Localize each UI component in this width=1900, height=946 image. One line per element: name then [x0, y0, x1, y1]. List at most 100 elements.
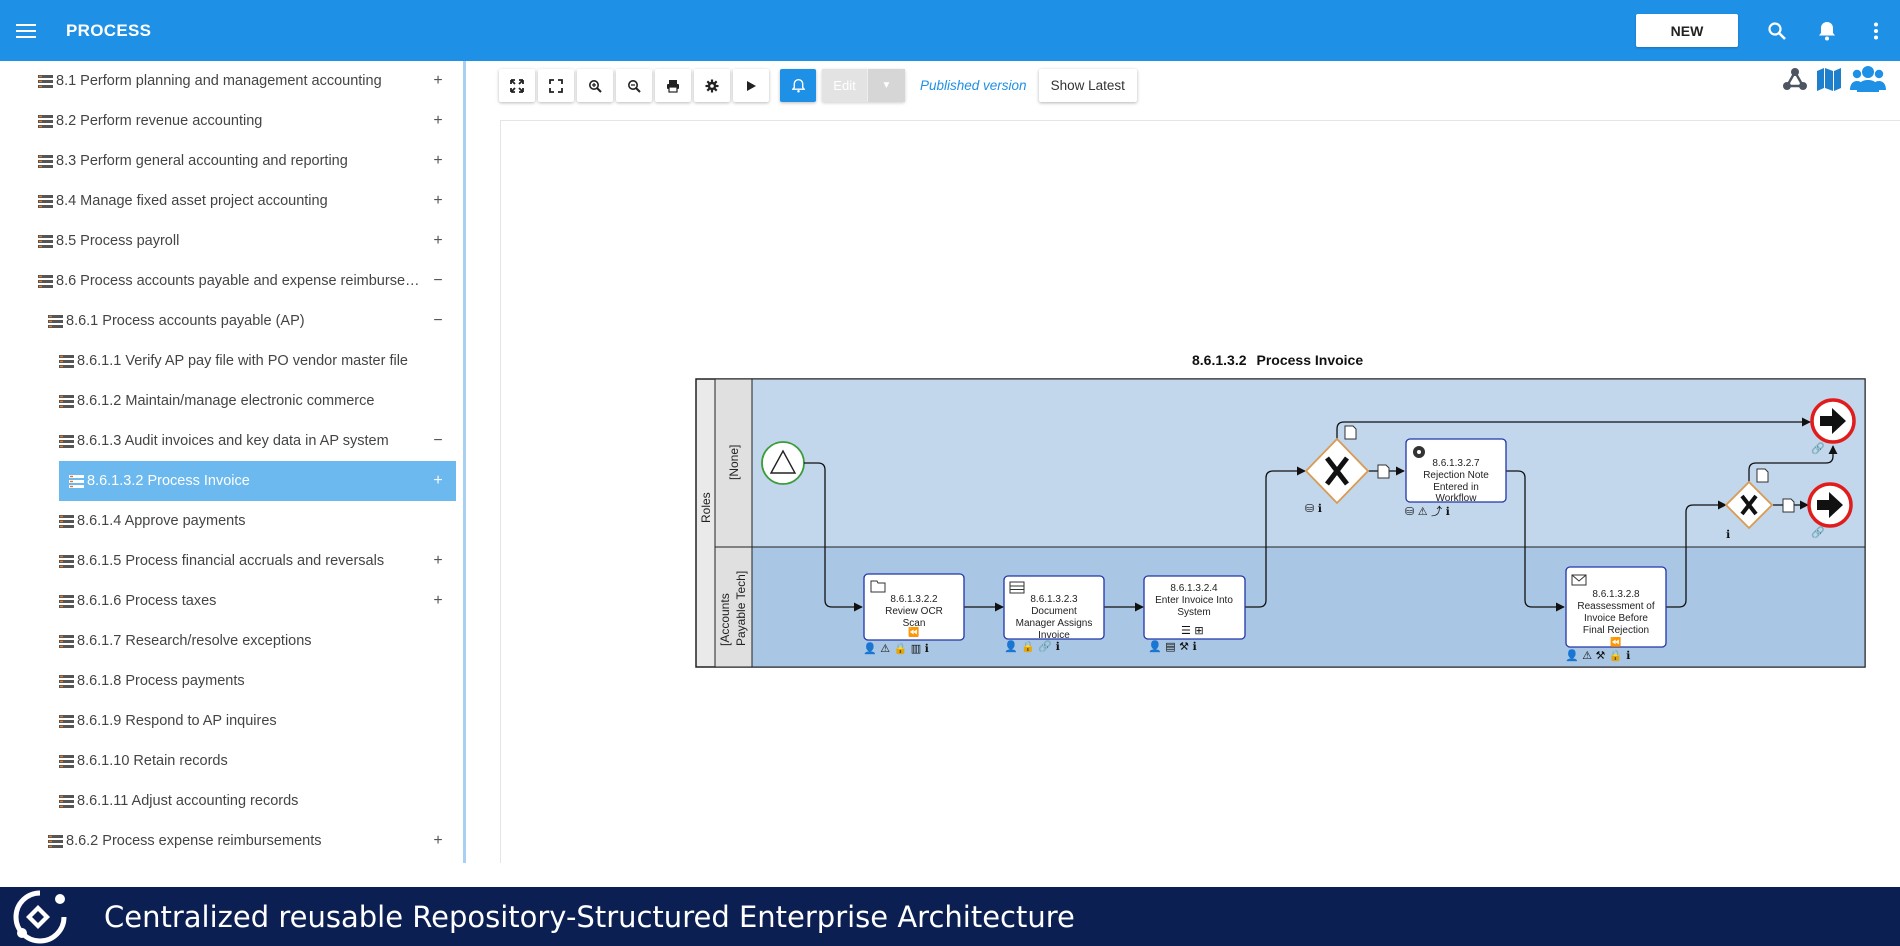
- hamburger-menu-icon[interactable]: [0, 0, 52, 61]
- page-title: PROCESS: [66, 20, 152, 40]
- tree-item[interactable]: 8.6.1.7 Research/resolve exceptions: [59, 621, 456, 661]
- process-icon: [38, 154, 53, 168]
- process-icon: [59, 754, 74, 768]
- process-icon: [48, 834, 63, 848]
- tree-item[interactable]: 8.6.2 Process expense reimbursements+: [48, 821, 456, 861]
- expand-toggle[interactable]: +: [433, 552, 443, 569]
- expand-toggle[interactable]: +: [433, 232, 443, 249]
- process-icon: [59, 554, 74, 568]
- end-event[interactable]: [1810, 398, 1856, 444]
- users-group-icon[interactable]: [1850, 64, 1886, 99]
- tree-item[interactable]: 8.6.1 Process accounts payable (AP)−: [48, 301, 456, 341]
- expand-toggle[interactable]: +: [433, 472, 443, 489]
- view-switcher: [1774, 64, 1886, 99]
- notification-bell-icon[interactable]: [780, 69, 816, 102]
- tree-item[interactable]: 8.2 Perform revenue accounting+: [38, 101, 456, 141]
- chevron-down-icon[interactable]: ▼: [867, 69, 905, 102]
- collapse-toggle[interactable]: −: [433, 312, 443, 329]
- tree-item[interactable]: 8.5 Process payroll+: [38, 221, 456, 261]
- process-icon: [38, 234, 53, 248]
- expand-toggle[interactable]: +: [433, 192, 443, 209]
- settings-icon[interactable]: [694, 69, 730, 102]
- new-button[interactable]: NEW: [1636, 14, 1738, 47]
- more-vertical-icon[interactable]: [1852, 0, 1900, 61]
- footer-tagline: Centralized reusable Repository-Structur…: [104, 899, 1075, 934]
- tree-item[interactable]: 8.4 Manage fixed asset project accountin…: [38, 181, 456, 221]
- show-latest-button[interactable]: Show Latest: [1038, 69, 1137, 102]
- print-icon[interactable]: [655, 69, 691, 102]
- expand-toggle[interactable]: +: [433, 592, 443, 609]
- task-document-manager-assigns-invoice[interactable]: 8.6.1.3.2.3 Document Manager Assigns Inv…: [1003, 575, 1105, 641]
- tree-item[interactable]: 8.6.1.10 Retain records: [59, 741, 456, 781]
- task-reassessment-of-invoice[interactable]: 8.6.1.3.2.8 Reassessment of Invoice Befo…: [1565, 566, 1667, 648]
- process-icon: [48, 314, 63, 328]
- svg-text:8.6.1.3.2.2: 8.6.1.3.2.2: [890, 594, 938, 605]
- svg-text:Invoice: Invoice: [1038, 630, 1070, 641]
- svg-text:8.6.1.3.2.3: 8.6.1.3.2.3: [1030, 594, 1078, 605]
- tree-item[interactable]: 8.6.1.8 Process payments: [59, 661, 456, 701]
- process-icon: [59, 394, 74, 408]
- tree-item[interactable]: 8.6.1.3 Audit invoices and key data in A…: [59, 421, 456, 461]
- fullscreen-icon[interactable]: [538, 69, 574, 102]
- process-icon: [59, 594, 74, 608]
- process-icon: [38, 274, 53, 288]
- diagram-toolbar: Edit ▼ Published version Show Latest: [499, 69, 1137, 102]
- zoom-out-icon[interactable]: [616, 69, 652, 102]
- tree-item[interactable]: 8.6.1.11 Adjust accounting records: [59, 781, 456, 821]
- tree-item[interactable]: 8.6.1.2 Maintain/manage electronic comme…: [59, 381, 456, 421]
- task-enter-invoice-into-system[interactable]: 8.6.1.3.2.4 Enter Invoice Into System: [1143, 575, 1246, 640]
- svg-text:Rejection Note: Rejection Note: [1423, 470, 1489, 481]
- map-icon[interactable]: [1816, 66, 1842, 97]
- process-icon: [59, 714, 74, 728]
- exclusive-gateway[interactable]: [1724, 480, 1774, 530]
- svg-text:Invoice Before: Invoice Before: [1584, 613, 1648, 624]
- expand-toggle[interactable]: +: [433, 152, 443, 169]
- tree-item[interactable]: 8.3 Perform general accounting and repor…: [38, 141, 456, 181]
- collapse-toggle[interactable]: −: [433, 432, 443, 449]
- fit-to-screen-icon[interactable]: [499, 69, 535, 102]
- svg-text:System: System: [1177, 607, 1210, 618]
- tree-item[interactable]: 8.6.1.6 Process taxes+: [59, 581, 456, 621]
- task-rejection-note-entered-in-workflow[interactable]: 8.6.1.3.2.7 Rejection Note Entered in Wo…: [1405, 438, 1507, 504]
- svg-text:Final Rejection: Final Rejection: [1583, 625, 1649, 636]
- zoom-in-icon[interactable]: [577, 69, 613, 102]
- tree-item[interactable]: 8.6.1.4 Approve payments: [59, 501, 456, 541]
- svg-text:Document: Document: [1031, 606, 1077, 617]
- process-icon: [59, 634, 74, 648]
- tree-item[interactable]: 8.6.1.5 Process financial accruals and r…: [59, 541, 456, 581]
- task-review-ocr-scan[interactable]: 8.6.1.3.2.2 Review OCR Scan: [863, 573, 965, 641]
- tree-item-selected[interactable]: 8.6.1.3.2 Process Invoice+: [59, 461, 456, 501]
- brand-logo-icon: [0, 887, 80, 946]
- bell-icon[interactable]: [1802, 0, 1852, 61]
- process-icon: [59, 794, 74, 808]
- expand-toggle[interactable]: +: [433, 72, 443, 89]
- svg-text:8.6.1.3.2.7: 8.6.1.3.2.7: [1432, 458, 1480, 469]
- app-bar: PROCESS NEW: [0, 0, 1900, 61]
- expand-toggle[interactable]: +: [433, 112, 443, 129]
- edit-button-group: Edit ▼: [822, 69, 905, 102]
- tree-item[interactable]: 8.6 Process accounts payable and expense…: [38, 261, 456, 301]
- process-tree: 8.1 Perform planning and management acco…: [0, 61, 466, 863]
- relationship-graph-icon[interactable]: [1782, 67, 1808, 96]
- exclusive-gateway[interactable]: [1304, 437, 1370, 505]
- tree-item[interactable]: 8.6.1.9 Respond to AP inquires: [59, 701, 456, 741]
- tree-item[interactable]: 8.1 Perform planning and management acco…: [38, 61, 456, 101]
- collapse-toggle[interactable]: −: [433, 272, 443, 289]
- play-icon[interactable]: [733, 69, 769, 102]
- end-event[interactable]: [1807, 482, 1853, 528]
- process-icon: [59, 354, 74, 368]
- process-icon: [38, 74, 53, 88]
- svg-text:Review OCR: Review OCR: [885, 606, 943, 617]
- published-version-label: Published version: [920, 78, 1027, 93]
- start-event[interactable]: [761, 441, 805, 485]
- edit-button[interactable]: Edit: [822, 69, 867, 102]
- svg-text:Enter Invoice Into: Enter Invoice Into: [1155, 595, 1233, 606]
- process-icon: [59, 434, 74, 448]
- svg-text:Scan: Scan: [903, 618, 926, 629]
- diagram-canvas[interactable]: [500, 120, 1900, 863]
- search-icon[interactable]: [1752, 0, 1802, 61]
- svg-text:8.6.1.3.2.4: 8.6.1.3.2.4: [1170, 583, 1218, 594]
- expand-toggle[interactable]: +: [433, 832, 443, 849]
- tree-item[interactable]: 8.6.1.1 Verify AP pay file with PO vendo…: [59, 341, 456, 381]
